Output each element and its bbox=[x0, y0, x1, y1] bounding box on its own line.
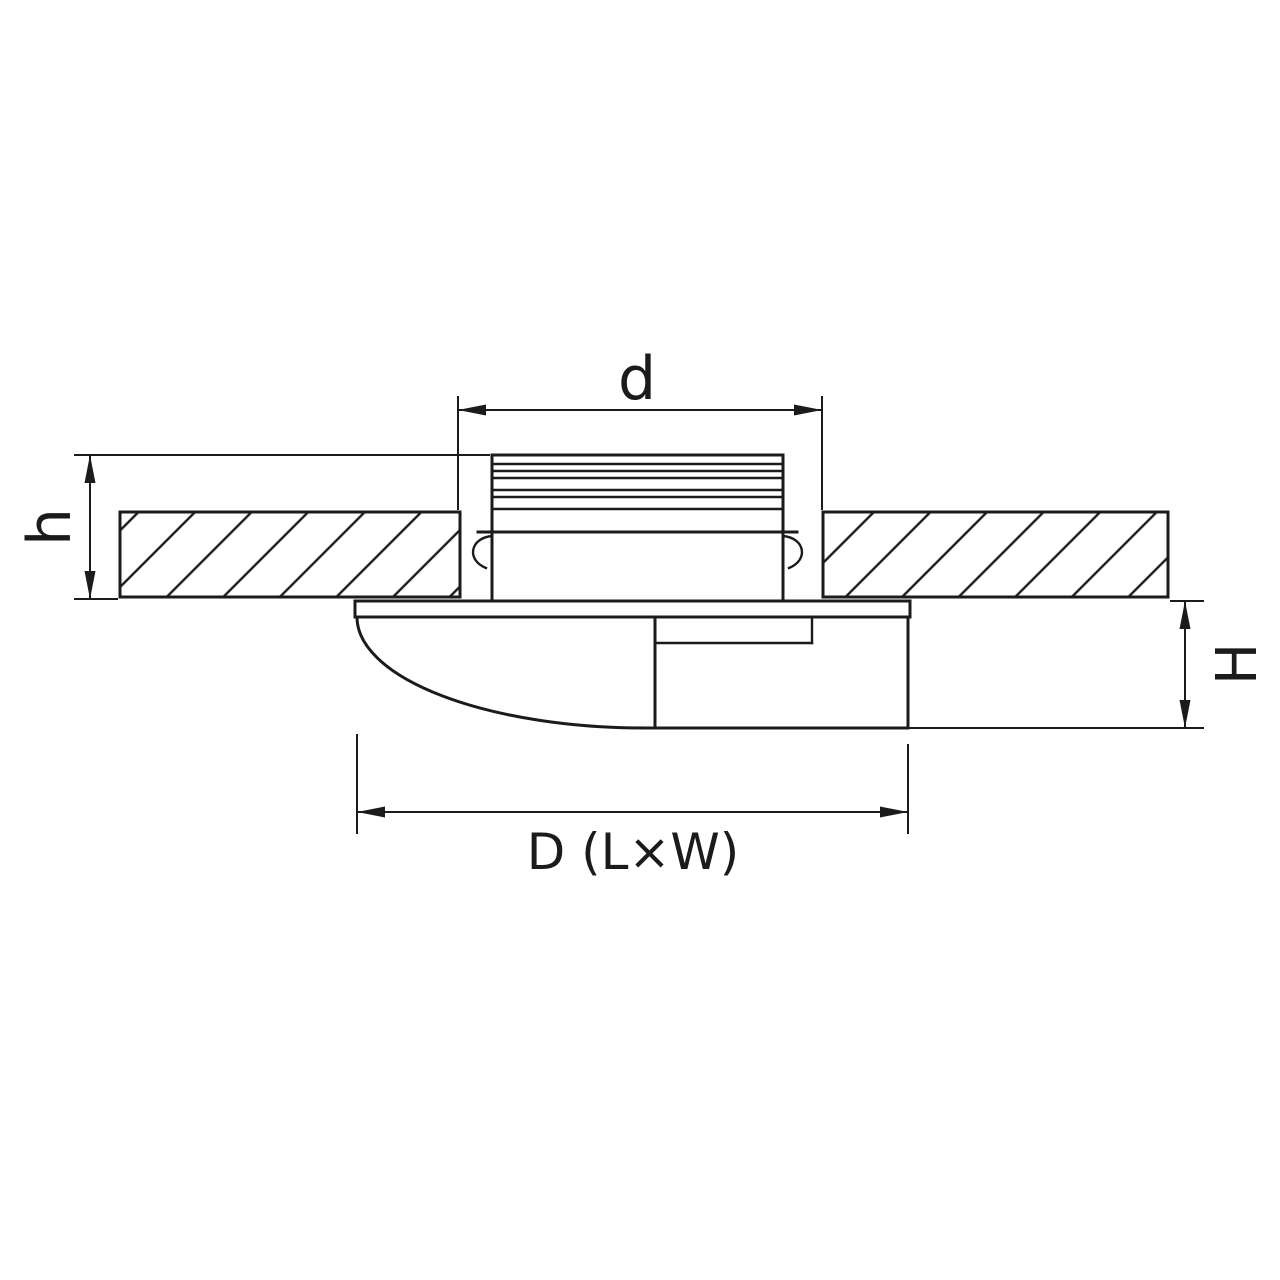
ceiling-section bbox=[118, 510, 1170, 599]
arrowhead-bottom bbox=[1179, 700, 1191, 728]
ceiling-right-slab bbox=[821, 510, 1170, 599]
dimension-H: H bbox=[908, 600, 1270, 729]
arrowhead-bottom bbox=[84, 571, 96, 599]
trim-ring bbox=[353, 599, 912, 619]
arrowhead-left bbox=[458, 404, 486, 416]
fixture-upper-body bbox=[471, 453, 804, 603]
label-d: d bbox=[618, 344, 656, 414]
arrowhead-right bbox=[880, 806, 908, 818]
arrowhead-top bbox=[1179, 601, 1191, 629]
label-H: H bbox=[1205, 643, 1270, 685]
label-D: D (L×W) bbox=[527, 823, 740, 881]
dimension-D: D (L×W) bbox=[356, 734, 909, 881]
head-dome-curve bbox=[355, 615, 647, 730]
ceiling-left-slab bbox=[118, 510, 462, 599]
dimension-h: h bbox=[15, 454, 490, 600]
spring-clip-right bbox=[781, 534, 804, 570]
arrowhead-top bbox=[84, 455, 96, 483]
label-h: h bbox=[15, 508, 85, 546]
cooling-fins bbox=[490, 462, 785, 511]
spring-clip-left bbox=[471, 534, 494, 570]
dimension-d: d bbox=[457, 344, 823, 510]
fixture-lower-body bbox=[353, 599, 912, 730]
arrowhead-left bbox=[357, 806, 385, 818]
arrowhead-right bbox=[794, 404, 822, 416]
